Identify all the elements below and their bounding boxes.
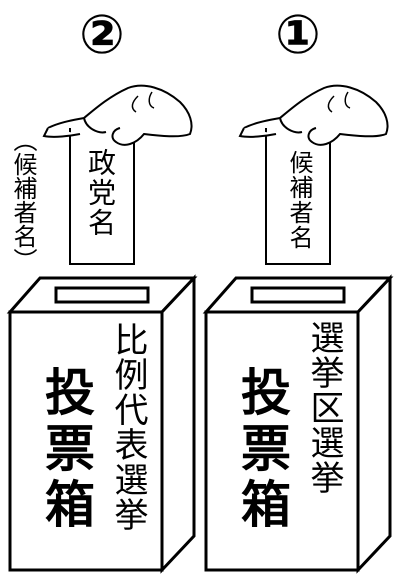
candidate-name-slip-text: 候補者名 — [285, 150, 313, 250]
step-number-2: ② — [79, 3, 125, 66]
party-name-slip-text: 政党名 — [84, 148, 117, 238]
ballot-box-label-right: 投票箱 — [233, 366, 291, 534]
candidate-name-alt-text: （候補者名） — [9, 128, 37, 272]
election-type-constituency: 選挙区選挙 — [304, 320, 344, 495]
hand-icon — [238, 84, 389, 265]
step-number-1: ① — [275, 3, 321, 66]
ballot-box-label-left: 投票箱 — [37, 366, 95, 534]
election-type-proportional: 比例代表選挙 — [108, 322, 148, 532]
ballot-box-icon — [6, 274, 198, 574]
hand-icon — [42, 84, 193, 265]
ballot-box-icon — [202, 274, 394, 574]
